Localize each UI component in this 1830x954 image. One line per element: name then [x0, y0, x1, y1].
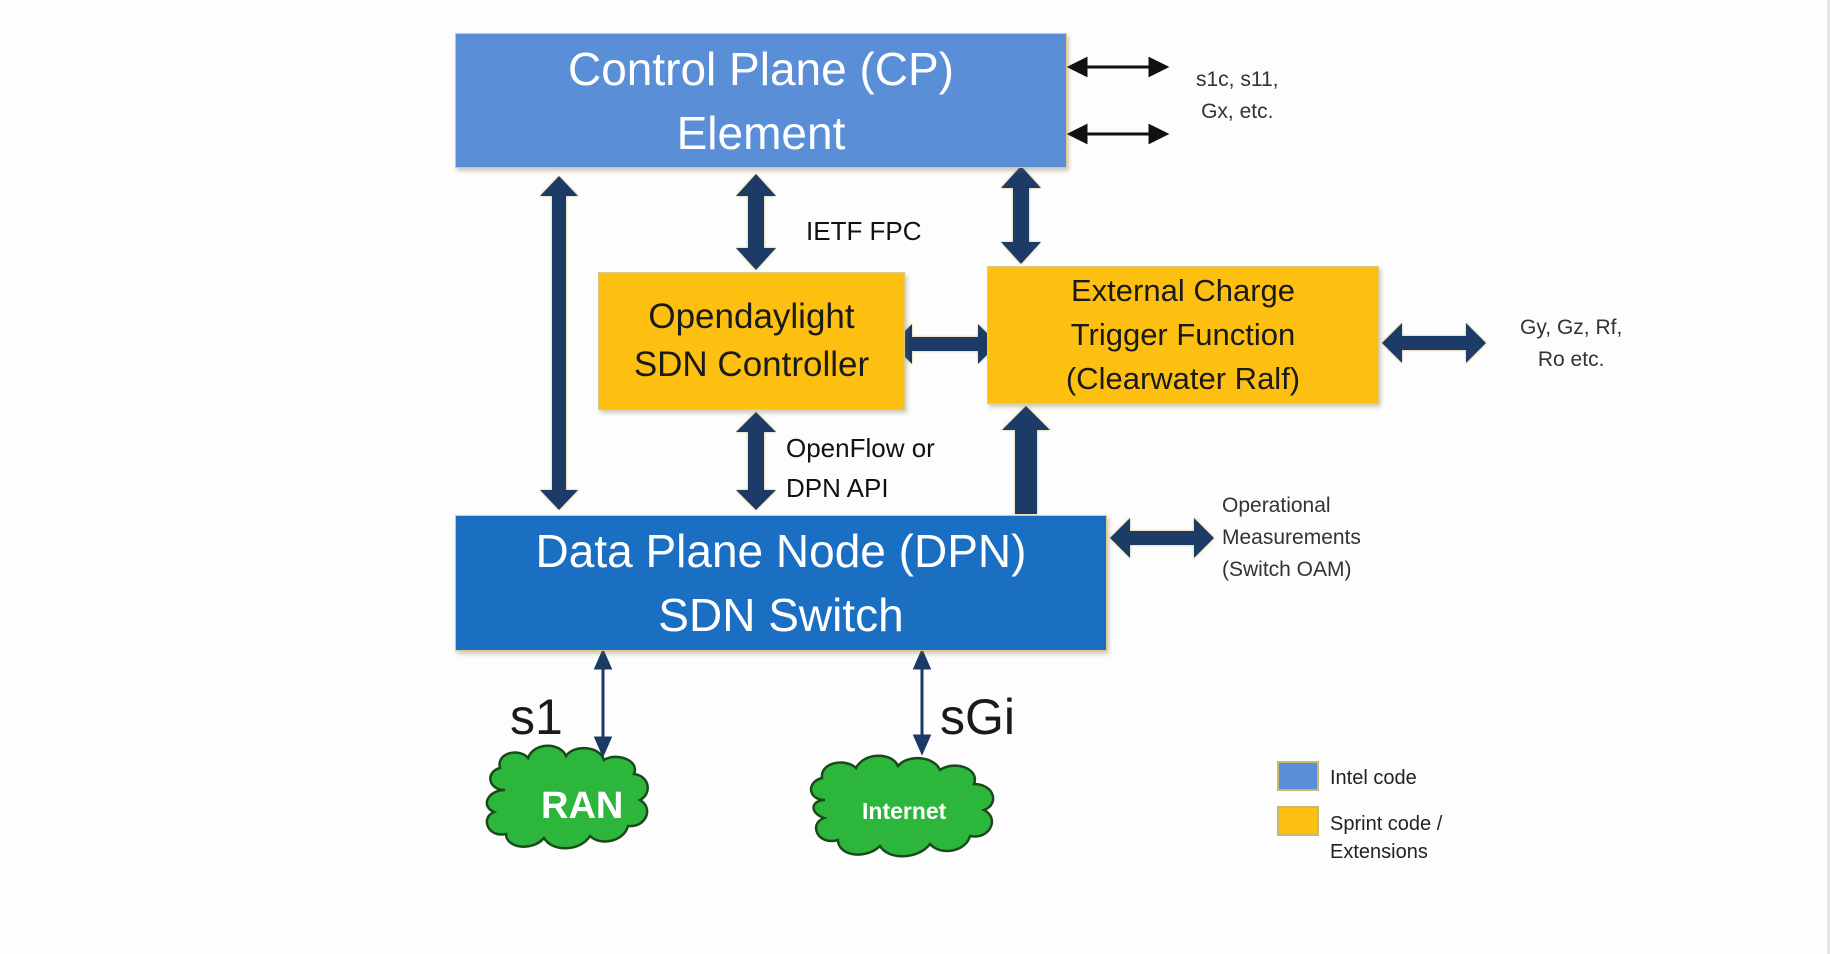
control-plane-subtitle: Element	[676, 106, 846, 159]
charging-interfaces-label: Gy, Gz, Rf, Ro etc.	[1520, 312, 1622, 376]
sdn-controller-subtitle: SDN Controller	[633, 345, 870, 384]
arrow-dpn-ectf	[1002, 406, 1050, 514]
oam-line2: Measurements	[1222, 526, 1361, 549]
cloud-ran-label: RAN	[541, 785, 624, 827]
cp-interfaces-line2: Gx, etc.	[1201, 100, 1274, 123]
openflow-label: OpenFlow or DPN API	[786, 428, 935, 508]
oam-label: Operational Measurements (Switch OAM)	[1222, 490, 1361, 586]
legend-label-sprint: Sprint code / Extensions	[1330, 810, 1442, 866]
arrow-odl-ectf	[892, 324, 998, 364]
arrow-dpn-oam	[1110, 518, 1214, 558]
arrow-cp-interface-top-left-head	[1066, 56, 1088, 78]
arrow-cp-odl	[736, 174, 776, 270]
legend-label-sprint-line2: Extensions	[1330, 841, 1428, 863]
arrow-cp-interface-bottom-left-head	[1066, 123, 1088, 145]
s1-label: s1	[510, 689, 563, 745]
arrow-cp-dpn	[540, 176, 578, 510]
data-plane-box: Data Plane Node (DPN) SDN Switch	[455, 515, 1107, 651]
cp-interfaces-line1: s1c, s11,	[1196, 68, 1279, 91]
charging-interfaces-line1: Gy, Gz, Rf,	[1520, 316, 1623, 339]
right-edge-border	[1827, 0, 1830, 954]
arrow-s1-bottom-head	[593, 736, 613, 758]
ietf-fpc-label: IETF FPC	[806, 216, 922, 246]
cloud-ran-shape	[485, 744, 649, 850]
data-plane-title: Data Plane Node (DPN)	[535, 525, 1027, 577]
arrow-s1-top-head	[593, 648, 613, 670]
legend-label-sprint-line1: Sprint code /	[1330, 813, 1443, 835]
sdn-controller-title: Opendaylight	[648, 297, 855, 336]
arrow-sgi-top-head	[912, 648, 932, 670]
charge-trigger-line2: Trigger Function	[1070, 317, 1296, 352]
arrow-cp-interface-top-right-head	[1148, 56, 1170, 78]
cloud-internet-label: Internet	[862, 798, 947, 824]
arrow-cp-ectf	[1001, 166, 1041, 264]
arrow-ectf-charging	[1382, 323, 1486, 363]
control-plane-box: Control Plane (CP) Element	[455, 33, 1067, 168]
control-plane-title: Control Plane (CP)	[567, 42, 955, 95]
openflow-line2: DPN API	[786, 473, 889, 503]
legend-swatch-intel	[1277, 761, 1319, 791]
legend-label-intel: Intel code	[1330, 767, 1417, 789]
sgi-label: sGi	[940, 689, 1015, 745]
legend-swatch-sprint	[1277, 806, 1319, 836]
arrow-cp-interface-bottom-right-head	[1148, 123, 1170, 145]
oam-line1: Operational	[1222, 494, 1331, 517]
arrow-sgi-bottom-head	[912, 734, 932, 756]
cp-interfaces-label: s1c, s11, Gx, etc.	[1196, 64, 1278, 128]
sdn-controller-box: Opendaylight SDN Controller	[598, 272, 905, 410]
charging-interfaces-line2: Ro etc.	[1537, 348, 1605, 371]
arrow-odl-dpn	[736, 412, 776, 510]
cloud-internet-shape	[809, 754, 995, 858]
oam-line3: (Switch OAM)	[1222, 558, 1352, 581]
openflow-line1: OpenFlow or	[786, 433, 935, 463]
charge-trigger-line3: (Clearwater Ralf)	[1065, 361, 1301, 396]
charge-trigger-line1: External Charge	[1070, 273, 1295, 308]
charge-trigger-box: External Charge Trigger Function (Clearw…	[987, 266, 1379, 404]
data-plane-subtitle: SDN Switch	[658, 589, 904, 641]
